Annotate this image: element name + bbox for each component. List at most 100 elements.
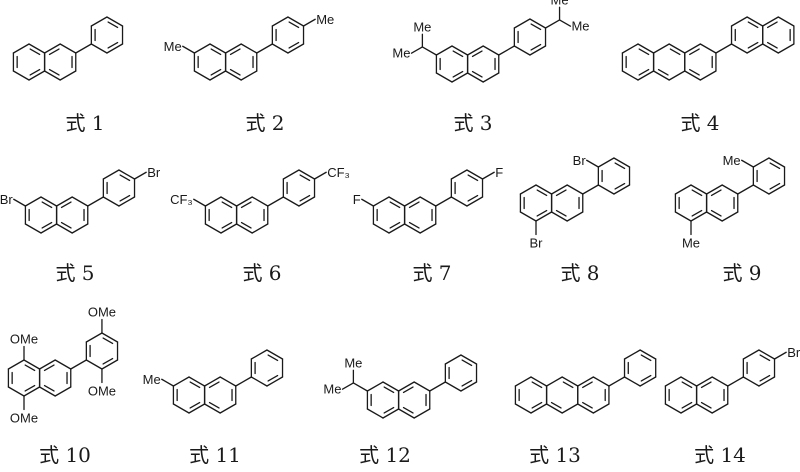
bond	[382, 408, 400, 419]
compound-label: 式 4	[680, 111, 719, 135]
substituent-label: OMe	[10, 332, 38, 347]
bond	[71, 196, 89, 207]
bond	[383, 386, 395, 394]
bond	[60, 201, 72, 209]
bond	[189, 381, 201, 389]
bond	[530, 43, 542, 51]
substituent-label: Br	[0, 192, 13, 207]
bond	[188, 403, 206, 414]
ring	[366, 381, 400, 419]
ring	[193, 43, 227, 81]
ring	[623, 349, 657, 387]
bond	[721, 184, 739, 195]
bond	[700, 401, 712, 409]
bond	[652, 43, 670, 54]
bond	[514, 376, 532, 387]
bond	[623, 349, 641, 360]
bond	[768, 184, 786, 195]
bond	[531, 401, 543, 409]
bond	[669, 48, 681, 56]
bond	[561, 376, 579, 387]
bond	[466, 196, 484, 207]
bond	[582, 381, 593, 389]
bond	[101, 332, 119, 343]
compound-label: 式 6	[242, 261, 281, 285]
ring	[43, 43, 77, 81]
bond	[674, 184, 692, 195]
bond	[715, 43, 733, 54]
bond	[637, 70, 655, 81]
bond	[282, 169, 300, 180]
substituent-label: Me	[323, 382, 341, 397]
bond	[133, 171, 147, 180]
ring	[684, 43, 717, 81]
bond	[429, 381, 447, 392]
bond	[699, 43, 717, 54]
bond	[240, 70, 258, 81]
bond	[24, 223, 42, 234]
bond	[742, 349, 760, 360]
bond	[240, 221, 252, 229]
bond	[550, 184, 568, 195]
bond	[545, 376, 563, 387]
bond	[535, 211, 553, 222]
ring	[652, 43, 686, 81]
compound-label: 式 2	[245, 111, 284, 135]
compound-7: FF式 7	[353, 165, 503, 285]
bond	[452, 70, 464, 78]
bond	[681, 381, 693, 389]
bond	[705, 184, 723, 195]
bond	[250, 349, 268, 360]
bond	[668, 70, 686, 81]
bond	[119, 194, 131, 202]
bond	[566, 184, 584, 195]
bond	[287, 43, 305, 54]
bond	[219, 376, 237, 387]
bond	[752, 157, 770, 168]
bond	[224, 43, 242, 54]
bond	[193, 198, 207, 207]
compound-label: 式 10	[39, 443, 91, 467]
bond	[7, 359, 25, 370]
ring	[545, 376, 579, 414]
bond	[23, 359, 41, 370]
bond	[613, 184, 631, 195]
bond	[204, 223, 222, 234]
bond	[299, 174, 311, 182]
bond	[657, 68, 669, 76]
compound-label: 式 5	[55, 261, 94, 285]
bond	[172, 403, 190, 414]
bond	[768, 157, 786, 168]
bond	[773, 351, 787, 360]
substituent-label: F	[495, 165, 503, 180]
bond	[737, 184, 755, 195]
compound-3: MeMeMeMe式 3	[392, 0, 589, 135]
bond	[498, 45, 516, 56]
bond	[466, 169, 484, 180]
bond	[267, 196, 285, 207]
bond	[444, 381, 462, 392]
bond	[730, 16, 748, 27]
bond	[235, 376, 253, 387]
bond	[608, 376, 626, 387]
bond	[466, 45, 484, 56]
bond	[530, 376, 548, 387]
ring	[102, 169, 136, 207]
bond	[208, 381, 220, 389]
bond	[460, 381, 478, 392]
bond	[531, 381, 543, 389]
bond	[43, 43, 61, 54]
compound-11: Me式 11	[143, 349, 284, 467]
ring	[282, 169, 316, 207]
bond	[680, 403, 698, 414]
bond	[85, 332, 103, 343]
bond	[288, 21, 300, 29]
bond	[450, 196, 468, 207]
ring	[674, 184, 708, 222]
bond	[229, 48, 241, 56]
bond	[741, 159, 755, 168]
bond	[684, 43, 702, 54]
bond	[664, 403, 682, 414]
